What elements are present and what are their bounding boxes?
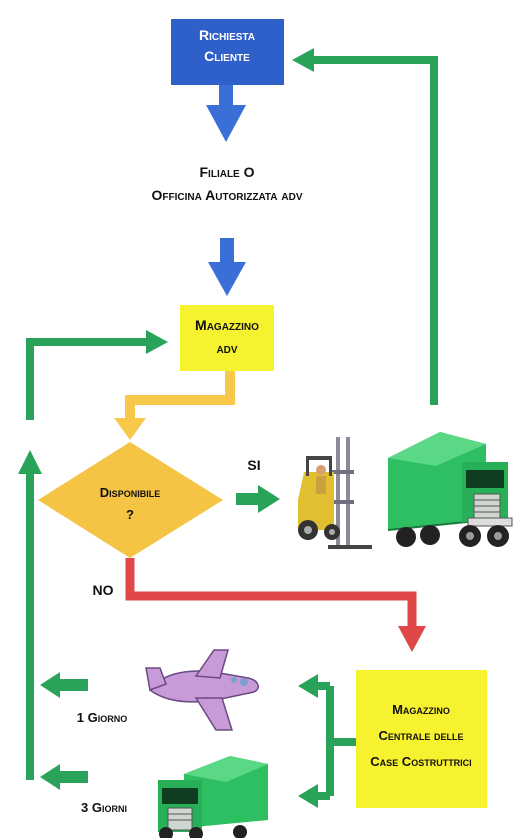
magazzino-centrale-line3: Case Costruttrici <box>370 754 471 769</box>
disponibile-line1: Disponibile <box>100 485 160 500</box>
magazzino-adv-node: Magazzino adv <box>180 305 274 371</box>
arrow-centrale-branch <box>298 674 356 808</box>
arrow-1-giorno <box>40 672 88 698</box>
filiale-node: Filiale O Officina Autorizzata adv <box>151 164 302 203</box>
truck-icon <box>387 432 513 547</box>
arrow-return-to-richiesta <box>292 48 438 405</box>
arrow-richiesta-to-filiale <box>206 85 246 142</box>
arrow-3-giorni <box>40 764 88 790</box>
arrow-si <box>236 485 280 513</box>
magazzino-adv-line2: adv <box>216 340 237 356</box>
richiesta-line1: Richiesta <box>199 27 255 43</box>
richiesta-cliente-node: Richiesta Cliente <box>171 19 284 85</box>
filiale-line2: Officina Autorizzata adv <box>151 187 302 203</box>
magazzino-adv-line1: Magazzino <box>195 317 259 333</box>
disponibile-line2: ? <box>126 507 134 522</box>
magazzino-centrale-line2: Centrale delle <box>379 728 464 743</box>
truck-bottom-icon <box>158 756 268 838</box>
arrow-no <box>125 558 426 652</box>
disponibile-decision: Disponibile ? <box>38 442 223 558</box>
arrow-filiale-to-magazzino <box>208 238 246 296</box>
label-3-giorni: 3 Giorni <box>81 800 127 815</box>
si-label: SI <box>247 457 260 473</box>
arrow-magazzino-to-disponibile <box>114 371 235 440</box>
magazzino-centrale-line1: Magazzino <box>392 702 450 717</box>
magazzino-centrale-node: Magazzino Centrale delle Case Costruttri… <box>356 670 487 808</box>
forklift-icon <box>298 437 372 549</box>
label-1-giorno: 1 Giorno <box>77 710 127 725</box>
richiesta-line2: Cliente <box>204 48 250 64</box>
arrow-up-from-delivery <box>18 450 42 780</box>
filiale-line1: Filiale O <box>200 164 255 180</box>
no-label: NO <box>93 582 114 598</box>
arrow-loop-to-magazzino <box>26 330 168 420</box>
airplane-icon <box>145 649 259 731</box>
